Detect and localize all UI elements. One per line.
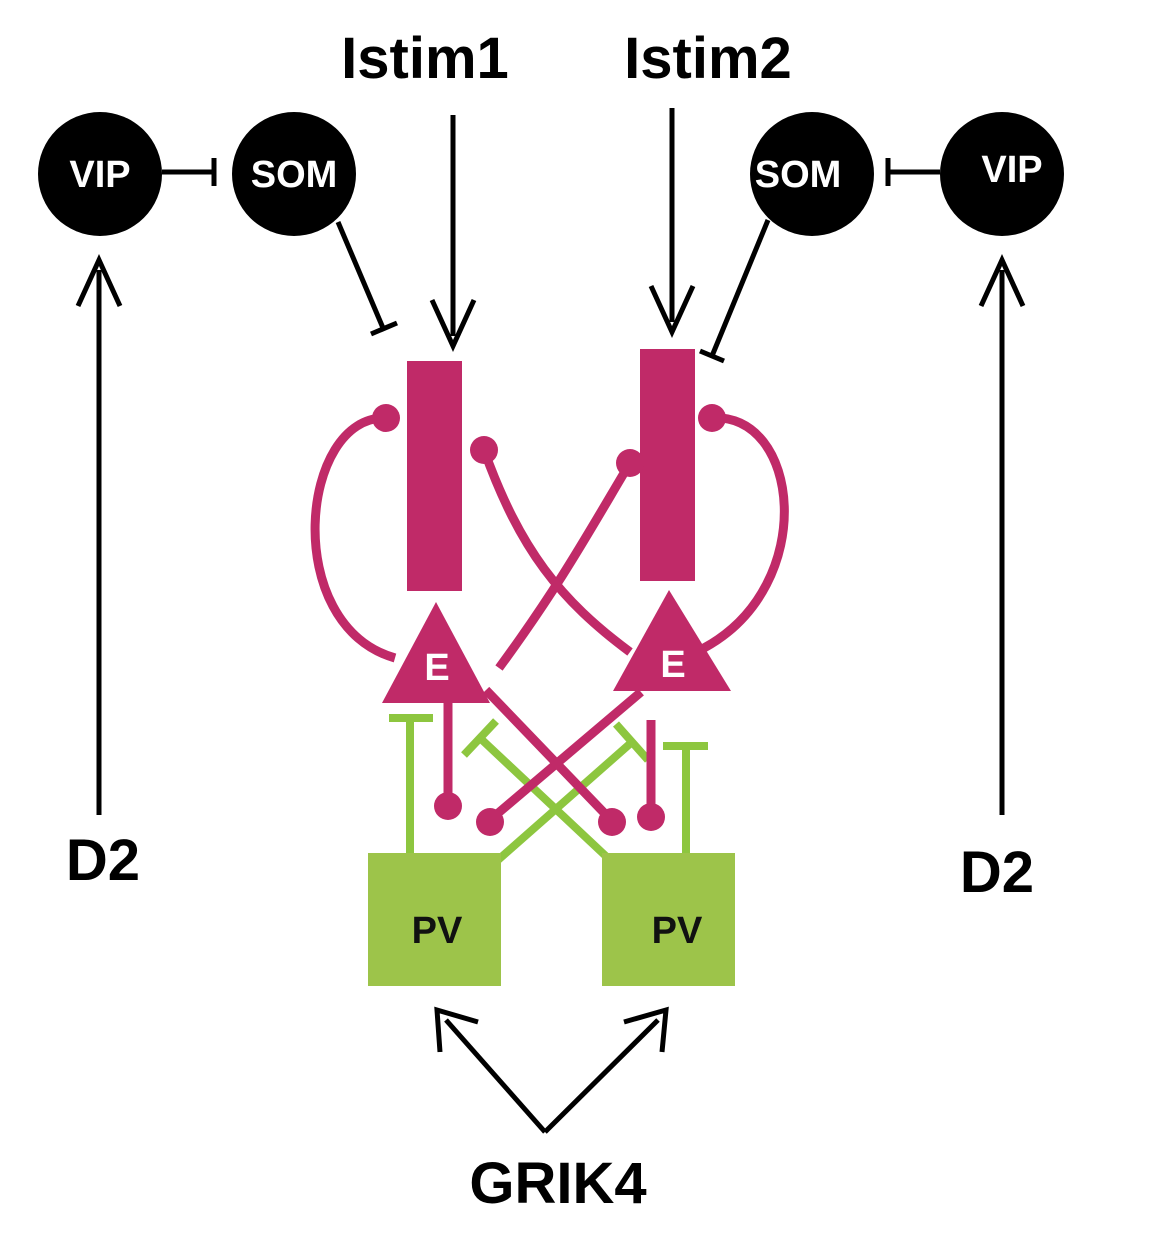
synapse-left-to-right xyxy=(616,449,644,477)
som-left-dendrite-inhibition xyxy=(335,221,398,337)
dendrite-right xyxy=(640,349,695,581)
e-left-to-pv-right xyxy=(482,686,615,824)
excitatory-connections xyxy=(310,413,789,671)
istim2-arrow xyxy=(648,108,696,339)
synapse-left-self xyxy=(372,404,400,432)
pv-left-to-e-right xyxy=(495,738,635,864)
vip-left-node: VIP xyxy=(38,112,162,236)
grik4-label: GRIK4 xyxy=(469,1151,646,1216)
e-right-label: E xyxy=(660,644,685,686)
pv-left-label: PV xyxy=(412,910,463,952)
pv-left-node: PV xyxy=(368,853,501,986)
e-right-neuron: E xyxy=(613,590,731,691)
e-to-pv-connections xyxy=(443,686,656,824)
synapse-pv-left-b xyxy=(476,808,504,836)
som-left-node: SOM xyxy=(232,112,356,236)
istim1-label: Istim1 xyxy=(341,26,509,91)
pv-right-node: PV xyxy=(602,853,735,986)
istim1-arrow xyxy=(429,115,477,353)
synapse-pv-right-b xyxy=(637,803,665,831)
pv-right-to-e-left xyxy=(477,735,613,863)
vip-right-node: VIP xyxy=(940,112,1064,236)
cross-left-to-right xyxy=(495,460,634,671)
d2-right-arrow xyxy=(978,253,1026,815)
vip-left-label: VIP xyxy=(69,154,130,196)
d2-left-arrow xyxy=(75,253,123,815)
pv-inhibitory-connections xyxy=(389,714,708,864)
vip-right-label: VIP xyxy=(981,149,1042,191)
synapse-pv-right-a xyxy=(598,808,626,836)
som-left-label: SOM xyxy=(251,154,338,196)
d2-left-label: D2 xyxy=(66,828,140,893)
synapse-right-self xyxy=(698,404,726,432)
synapse-right-to-left xyxy=(470,436,498,464)
cross-right-to-left xyxy=(479,448,633,656)
grik4-to-pv-left xyxy=(444,1018,547,1134)
grik4-arrows xyxy=(434,1006,669,1134)
excitatory-synapses xyxy=(372,404,726,477)
e-left-neuron: E xyxy=(382,602,490,703)
grik4-to-pv-right xyxy=(543,1018,660,1134)
e-to-pv-synapses xyxy=(434,792,665,836)
vip-som-left-inhibition xyxy=(162,158,217,186)
istim2-label: Istim2 xyxy=(624,26,792,91)
right-self-loop xyxy=(701,413,789,652)
e-right-to-pv-left xyxy=(487,688,644,824)
som-right-node: SOM xyxy=(750,112,874,236)
e-left-label: E xyxy=(424,647,449,689)
d2-right-label: D2 xyxy=(960,840,1034,905)
synapse-pv-left-a xyxy=(434,792,462,820)
pv-right-label: PV xyxy=(652,910,703,952)
dendrite-left xyxy=(407,361,462,591)
vip-som-right-inhibition xyxy=(885,158,940,186)
som-right-dendrite-inhibition xyxy=(699,219,771,364)
left-self-loop xyxy=(310,413,397,663)
som-right-label: SOM xyxy=(755,154,842,196)
